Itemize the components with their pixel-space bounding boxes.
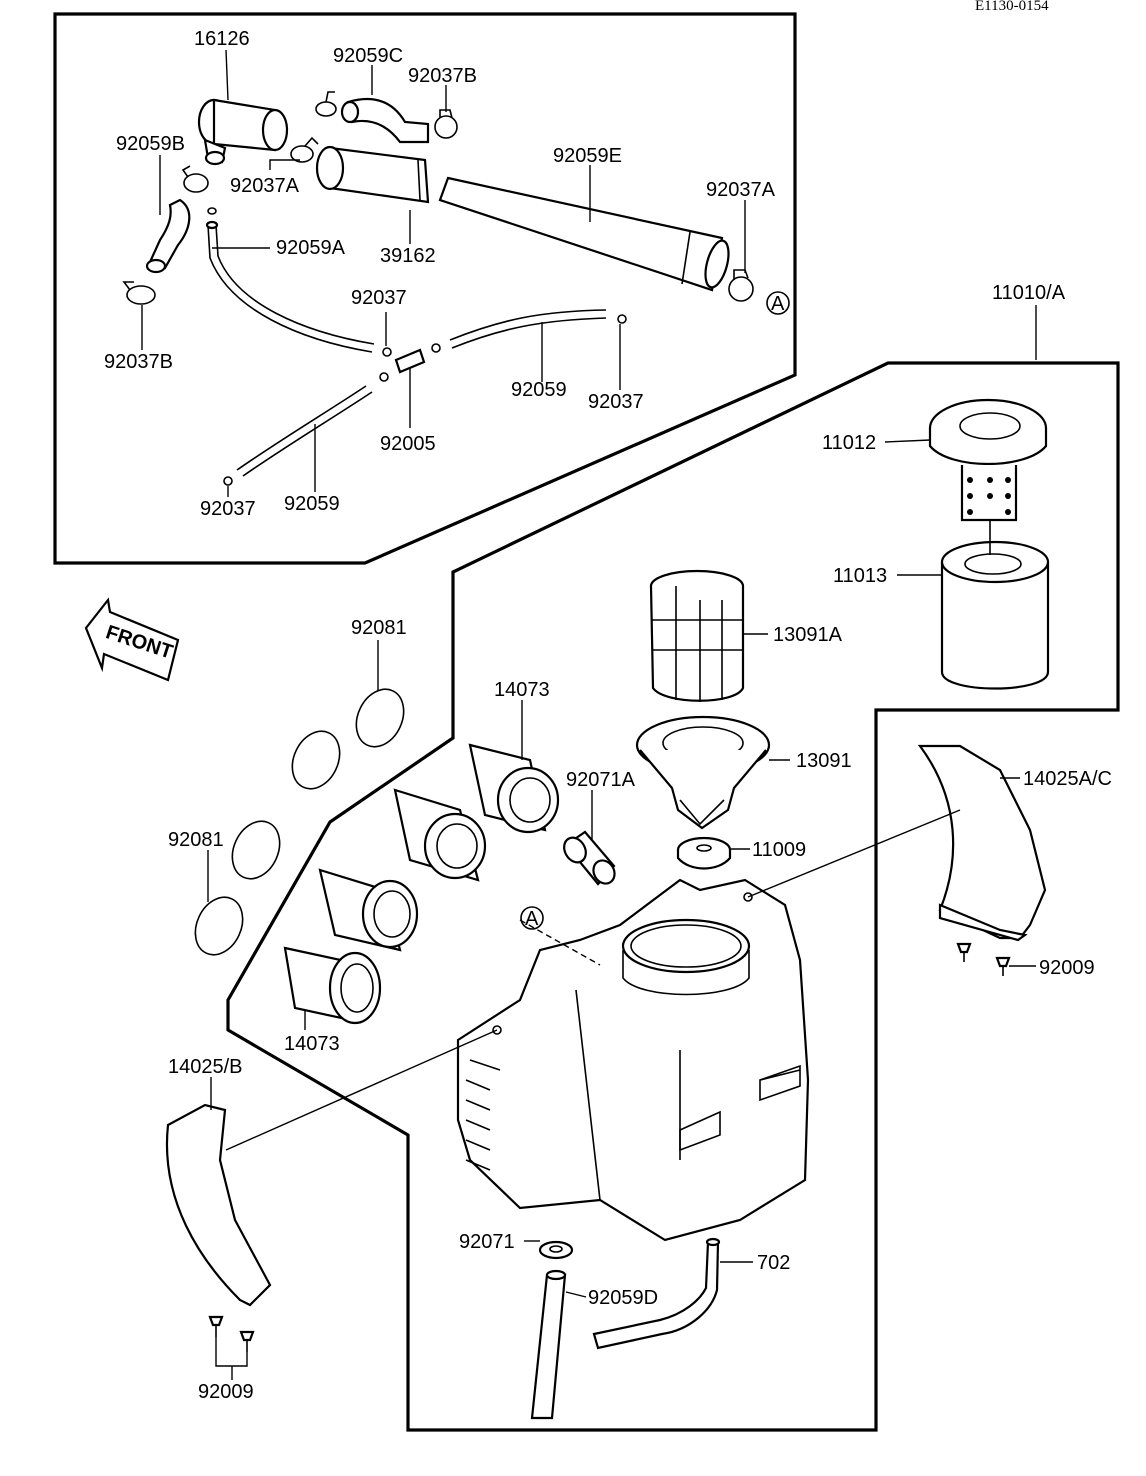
label-92005: 92005 xyxy=(380,433,436,455)
label-11012: 11012 xyxy=(822,432,876,454)
label-13091: 13091 xyxy=(796,750,852,772)
label-14025B: 14025/B xyxy=(168,1056,243,1078)
label-92037B-left: 92037B xyxy=(104,351,173,373)
screw-icons xyxy=(208,942,1011,1352)
label-92081-left: 92081 xyxy=(168,829,224,851)
part-labels: 16126 92059C 92037B 92059B 92037A 92059E… xyxy=(104,28,1112,1403)
label-16126: 16126 xyxy=(194,28,250,50)
label-11010A: 11010/A xyxy=(992,282,1066,304)
pipe-39162 xyxy=(315,145,430,204)
reference-marker-a: A A xyxy=(520,291,790,930)
funnel-13091 xyxy=(635,715,771,830)
tank-group-frame xyxy=(226,361,1120,1432)
t-fitting-16126 xyxy=(197,98,289,166)
label-92059C: 92059C xyxy=(333,45,403,67)
label-92081-top: 92081 xyxy=(351,617,407,639)
grommet-92071 xyxy=(538,1240,574,1260)
ducts-14073 xyxy=(283,743,560,1025)
label-92059E: 92059E xyxy=(553,145,622,167)
o-rings-92081 xyxy=(194,688,405,956)
grommet-92071A xyxy=(563,830,616,886)
filter-11013 xyxy=(940,520,1050,690)
label-92059-b: 92059 xyxy=(284,493,340,515)
hose-92059C xyxy=(340,98,430,144)
hose-92059B xyxy=(145,198,191,274)
strainer-13091A xyxy=(649,569,745,702)
hose-group-frame xyxy=(53,12,797,565)
label-92059-a: 92059 xyxy=(511,379,567,401)
hose-92059-right xyxy=(449,309,607,349)
label-92009-right: 92009 xyxy=(1039,957,1095,979)
hose-702 xyxy=(592,1237,721,1350)
label-92059B: 92059B xyxy=(116,133,185,155)
guard-14025B xyxy=(165,1103,272,1307)
label-92037-c: 92037 xyxy=(200,498,256,520)
fuel-tank-body xyxy=(456,878,810,1242)
label-702: 702 xyxy=(757,1252,790,1274)
label-92037A-right: 92037A xyxy=(706,179,776,201)
label-11009: 11009 xyxy=(752,839,806,861)
label-92037-b: 92037 xyxy=(588,391,644,413)
connection-lines xyxy=(225,809,961,1151)
fitting-92005 xyxy=(223,314,627,486)
guard-14025AC xyxy=(917,744,1047,942)
front-arrow: FRONT xyxy=(84,597,180,682)
leader-lines xyxy=(141,49,1037,1380)
label-14025AC: 14025A/C xyxy=(1023,768,1112,790)
pipe-92059D xyxy=(530,1269,567,1420)
label-11013: 11013 xyxy=(833,565,887,587)
label-92059D: 92059D xyxy=(588,1287,658,1309)
label-92037-a: 92037 xyxy=(351,287,407,309)
hose-92059A xyxy=(205,207,375,353)
label-39162: 39162 xyxy=(380,245,436,267)
svg-text:A: A xyxy=(771,293,785,315)
figure-code: E1130-0154 xyxy=(975,0,1049,14)
label-14073-bottom: 14073 xyxy=(284,1033,340,1055)
clamp-icons xyxy=(122,91,754,305)
washer-11009 xyxy=(676,836,732,870)
label-92071A: 92071A xyxy=(566,769,636,791)
svg-text:A: A xyxy=(525,908,539,930)
label-92059A: 92059A xyxy=(276,237,346,259)
label-92071: 92071 xyxy=(459,1231,515,1253)
pipe-92059E xyxy=(438,176,730,292)
label-92037A-left: 92037A xyxy=(230,175,300,197)
label-13091A: 13091A xyxy=(773,624,843,646)
cap-11012 xyxy=(928,398,1048,522)
label-92009-bottom: 92009 xyxy=(198,1381,254,1403)
label-14073-top: 14073 xyxy=(494,679,550,701)
hose-92059-left xyxy=(236,385,373,477)
label-92037B-top: 92037B xyxy=(408,65,477,87)
